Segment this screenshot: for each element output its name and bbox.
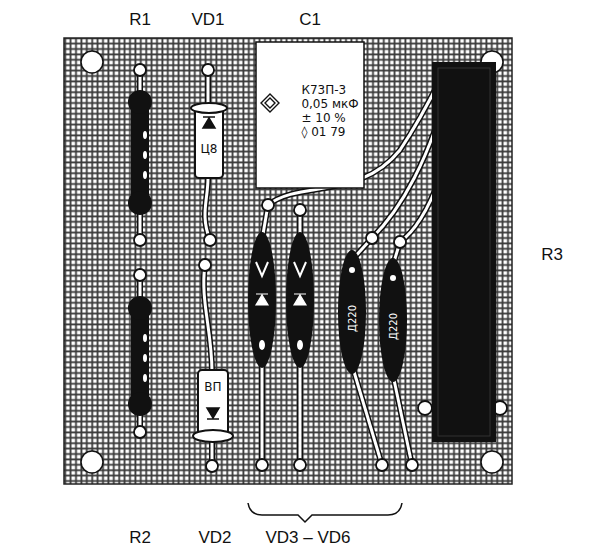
marking-text: ± 10 % [301,112,358,126]
marking-text: 0,05 мкФ [301,98,358,112]
diode-marking: Д220 [386,311,401,342]
marking-text: Д220 [347,305,359,332]
diode-body [338,250,407,382]
diode-body [248,232,276,368]
diode-marking: Д220 [345,303,360,334]
part-designator: VD2 [198,529,231,548]
part-designator: R2 [129,529,151,548]
circuit-board [64,38,512,484]
diode-marking: ВП [202,379,223,397]
resistor-symbol [128,296,152,416]
diode-body [286,232,314,368]
part-designator: R3 [541,246,563,265]
part-designator: R1 [129,11,151,30]
marking-text: ◊ 01 79 [301,126,358,140]
resistor-symbol [128,90,152,215]
diode-body [193,370,233,442]
diode-marking: Ц8 [199,141,220,159]
resistor-symbol [432,62,496,442]
marking-text: Ц8 [201,143,218,157]
marking-text: К73П-3 [301,84,358,98]
capacitor-body [256,42,364,188]
part-designator: VD3 – VD6 [265,529,350,548]
part-designator: VD1 [191,11,224,30]
capacitor-marking: К73П-30,05 мкФ± 10 %◊ 01 79 [275,82,360,141]
group-bracket [248,503,402,522]
marking-text: Д220 [388,313,400,340]
part-designator: C1 [299,11,321,30]
diode-body [191,103,227,178]
marking-text: ВП [204,381,221,395]
